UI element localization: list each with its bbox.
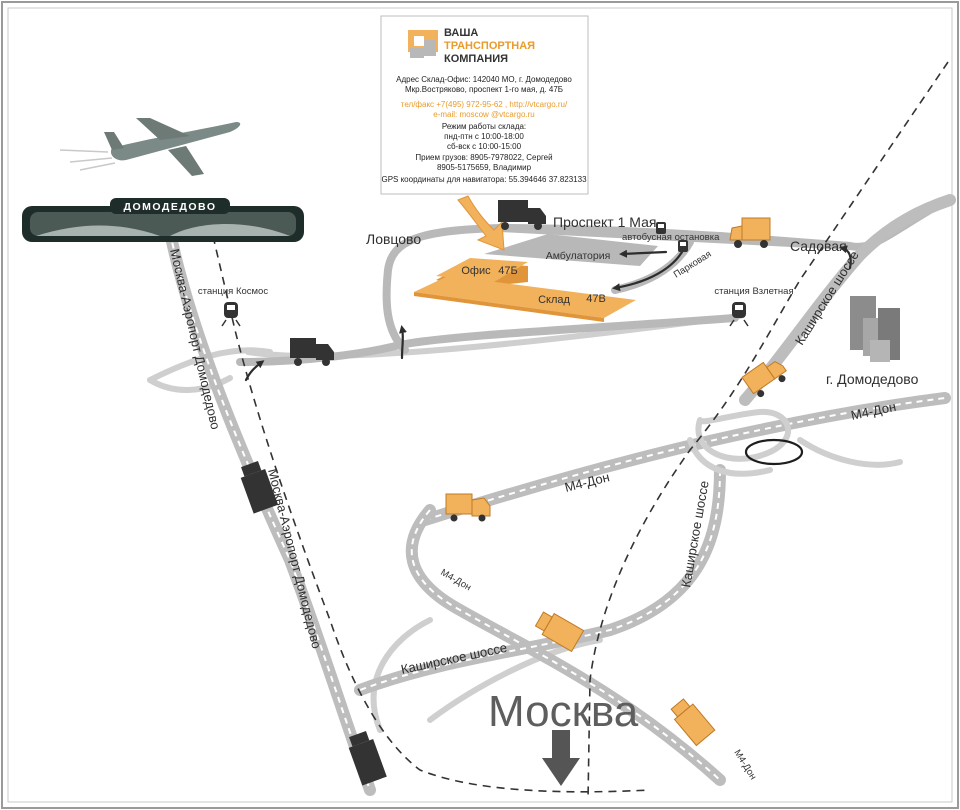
- airport-highway-lower-label: Москва-Аэропорт Домодедово: [265, 467, 324, 650]
- side-roads: [147, 313, 903, 733]
- m4-don-road: [419, 392, 951, 526]
- moscow-arrow-icon: [542, 730, 580, 786]
- truck-icon: [348, 730, 387, 786]
- airport-highway-road: [164, 226, 376, 796]
- route-arrow-ramp: [244, 360, 265, 382]
- truck-icon: [534, 611, 585, 653]
- railway-airport-line: [212, 235, 651, 793]
- card-line: Прием грузов: 8905-7978022, Сергей: [415, 153, 552, 162]
- warehouse-label: Склад: [538, 294, 570, 306]
- warehouse-building: Склад 47В: [414, 276, 636, 322]
- truck-icon: [670, 698, 716, 747]
- clinic-building: Амбулатория: [484, 234, 658, 266]
- truck-icon: [240, 460, 279, 514]
- card-line: Режим работы склада:: [442, 122, 526, 131]
- sadovaya-label: Садовая: [790, 238, 847, 254]
- card-line: пнд-птн с 10:00-18:00: [444, 132, 524, 141]
- card-line: Мкр.Востряково, проспект 1-го мая, д. 47…: [405, 85, 563, 94]
- truck-icon: [498, 200, 546, 230]
- city-buildings-icon: [850, 296, 900, 362]
- company-name-line3: КОМПАНИЯ: [444, 53, 508, 65]
- m4-bottom-label: М4-Дон: [731, 748, 758, 782]
- bus-stop-label: автобусная остановка: [622, 232, 720, 243]
- m4-right-label: М4-Дон: [850, 399, 898, 423]
- prospekt-label: Проспект 1 Мая: [553, 214, 656, 230]
- card-line: 8905-5175659, Владимир: [437, 163, 532, 172]
- airport-name: ДОМОДЕДОВО: [123, 201, 216, 213]
- route-arrow-clinic: [619, 249, 668, 258]
- airport-highway-upper-label: Москва-Аэропорт Домодедово: [167, 247, 223, 431]
- warehouse-number: 47В: [586, 293, 606, 305]
- railway-line: [587, 61, 949, 801]
- truck-icon: [729, 217, 771, 248]
- card-line: сб-вск с 10:00-15:00: [447, 142, 522, 151]
- map-frame-inner: [7, 7, 953, 803]
- office-label: Офис: [461, 265, 491, 277]
- truck-icon: [290, 338, 334, 366]
- company-card: ВАША ТРАНСПОРТНАЯ КОМПАНИЯ Адрес Склад-О…: [380, 15, 589, 195]
- card-line: e-mail: moscow @vtcargo.ru: [433, 110, 534, 119]
- truck-icon: [741, 361, 787, 398]
- card-line: Адрес Склад-Офис: 142040 МО, г. Домодедо…: [396, 75, 572, 84]
- station-kosmos-label: станция Космос: [198, 286, 268, 297]
- road-to-warehouse: [236, 314, 739, 366]
- bus-stop-icon: [656, 222, 666, 234]
- route-arrow-sadovaya: [839, 245, 852, 270]
- clinic-label: Амбулатория: [546, 250, 611, 262]
- station-vzletnaya-label: станция Взлетная: [714, 286, 793, 297]
- bus-stop-icon: [678, 240, 688, 252]
- domodedovo-city-label: г. Домодедово: [826, 371, 919, 387]
- company-name-line1: ВАША: [444, 27, 478, 39]
- airplane-icon: [59, 118, 241, 176]
- pointer-arrow: [457, 195, 505, 251]
- train-icon: [221, 302, 241, 327]
- m4-low-label: М4-Дон: [439, 567, 473, 593]
- train-icon: [729, 302, 749, 327]
- company-logo-icon: [408, 30, 438, 58]
- card-lines: Адрес Склад-Офис: 142040 МО, г. Домодедо…: [381, 75, 587, 184]
- lovtsovo-label: Ловцово: [366, 231, 421, 247]
- route-arrow-up: [399, 325, 407, 360]
- truck-icon: [445, 493, 491, 522]
- card-line: GPS координаты для навигатора: 55.394646…: [381, 175, 587, 184]
- route-arrow-parkovaya: [612, 250, 684, 292]
- airport-terminal: ДОМОДЕДОВО: [22, 198, 304, 242]
- office-number: 47Б: [498, 265, 517, 277]
- interchange: [687, 408, 804, 477]
- company-name-line2: ТРАНСПОРТНАЯ: [444, 40, 535, 52]
- moscow-label: Москва: [488, 687, 639, 736]
- card-line: тел/факс +7(495) 972-95-62 , http://vtca…: [401, 100, 568, 109]
